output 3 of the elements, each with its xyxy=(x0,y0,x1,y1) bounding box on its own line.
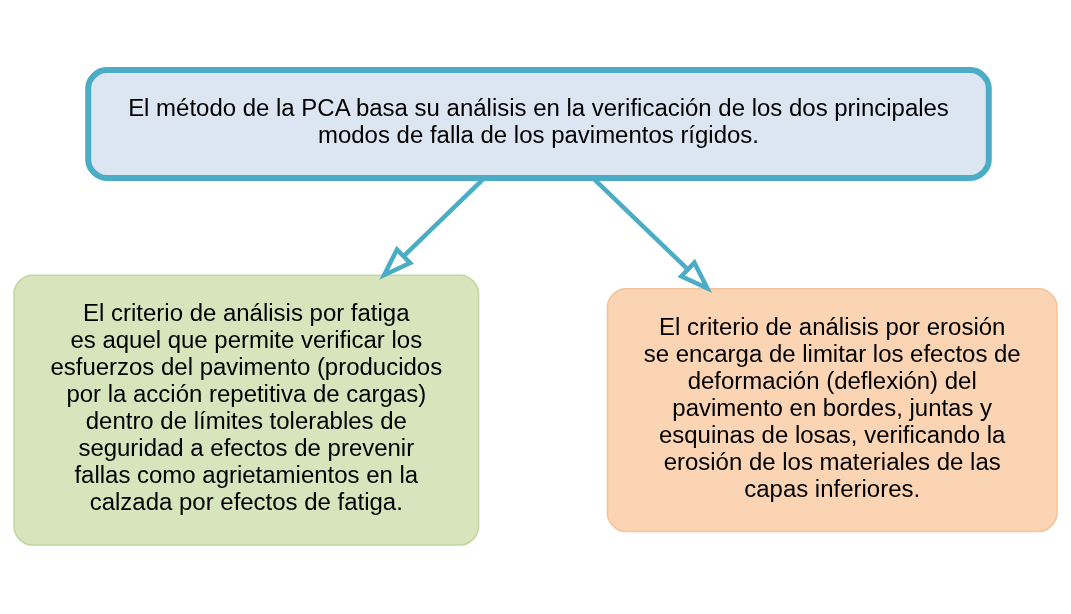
node-box: El criterio de análisis por erosión se encarga de limitar los efectos de deformación (deflexión) del pavimento en bordes, juntas y esquinas de losas, verificando la erosión de los materiales de las capas inferiores. xyxy=(606,287,1058,532)
node-box: El método de la PCA basa su análisis en la verificación de los dos principales modos de falla de los pavimentos rígidos. xyxy=(85,66,992,181)
node-box: El criterio de análisis por fatiga es aquel que permite verificar los esfuerzos del pavimento (producidos por la acción repetitiva de cargas) dentro de límites tolerables de seguridad a efectos de prevenir fallas como agrietamientos en la calzada por efectos de fatiga. xyxy=(13,274,480,546)
